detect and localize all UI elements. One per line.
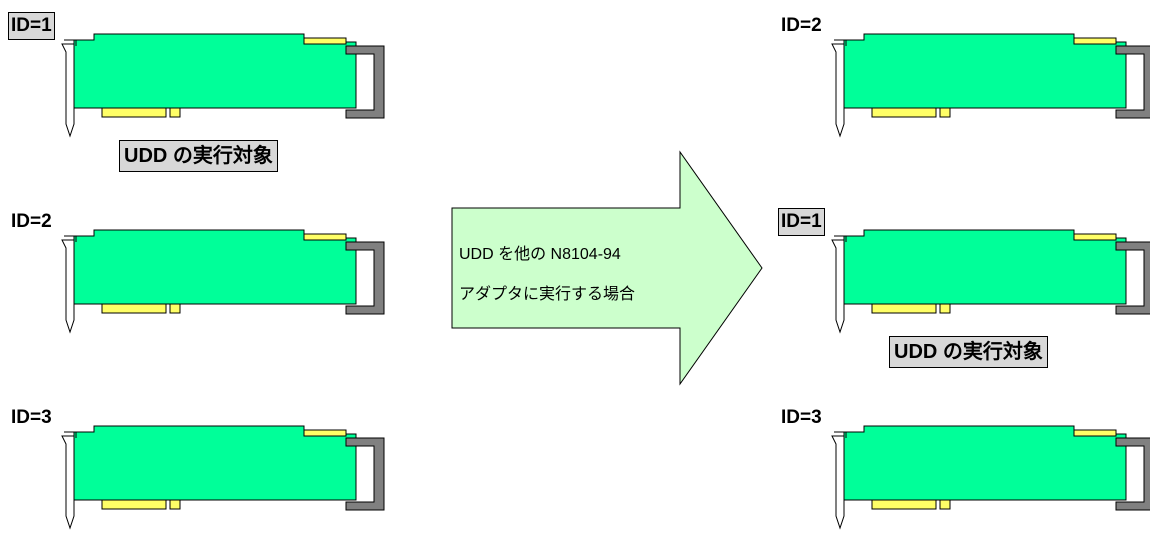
card-id-label: ID=2 (781, 15, 822, 36)
mounting-bracket (831, 239, 845, 334)
udd-target-label: UDD の実行対象 (889, 336, 1048, 368)
card-id-label: ID=3 (781, 407, 822, 428)
edge-contacts-right (939, 499, 951, 510)
edge-contacts-left (871, 499, 937, 510)
side-bracket (1115, 437, 1150, 511)
edge-contacts-left (101, 303, 167, 314)
side-bracket (345, 437, 385, 511)
card-id-label: ID=1 (778, 208, 825, 236)
side-bracket (1115, 241, 1150, 315)
adapter-card-right-2: ID=1 (770, 196, 1150, 334)
circuit-board (843, 33, 1127, 109)
edge-contacts-left (871, 303, 937, 314)
adapter-card-illustration (61, 33, 385, 138)
edge-contacts-right (169, 499, 181, 510)
top-connector (303, 429, 347, 437)
side-bracket (345, 241, 385, 315)
adapter-card-left-1: ID=1 (0, 0, 385, 138)
adapter-card-left-2: ID=2 (0, 196, 385, 334)
edge-contacts-right (939, 107, 951, 118)
edge-contacts-left (101, 107, 167, 118)
adapter-card-right-3: ID=3 (770, 392, 1150, 530)
adapter-card-illustration (61, 425, 385, 530)
edge-contacts-right (169, 107, 181, 118)
top-connector (1073, 37, 1117, 45)
side-bracket (345, 45, 385, 119)
transition-arrow: UDD を他の N8104-94 アダプタに実行する場合 (450, 150, 765, 386)
side-bracket (1115, 45, 1150, 119)
circuit-board (73, 33, 357, 109)
top-connector (1073, 429, 1117, 437)
card-id-label: ID=2 (11, 211, 52, 232)
circuit-board (73, 425, 357, 501)
card-id-label: ID=3 (11, 407, 52, 428)
adapter-card-illustration (831, 425, 1150, 530)
edge-contacts-right (939, 303, 951, 314)
adapter-card-illustration (61, 229, 385, 334)
circuit-board (843, 425, 1127, 501)
mounting-bracket (831, 43, 845, 138)
adapter-card-illustration (831, 33, 1150, 138)
arrow-caption-line-2: アダプタに実行する場合 (459, 286, 636, 303)
diagram-canvas: ID=1 UDD の実行対象 ID=2 ID=3 UDD を他の N8104-9… (0, 0, 1150, 530)
adapter-card-right-1: ID=2 (770, 0, 1150, 138)
edge-contacts-left (871, 107, 937, 118)
arrow-shape (451, 150, 763, 386)
edge-contacts-right (169, 303, 181, 314)
adapter-card-illustration (831, 229, 1150, 334)
mounting-bracket (61, 435, 75, 530)
top-connector (303, 233, 347, 241)
arrow-caption-line-1: UDD を他の N8104-94 (459, 246, 621, 263)
card-id-label: ID=1 (8, 12, 55, 40)
edge-contacts-left (101, 499, 167, 510)
top-connector (303, 37, 347, 45)
mounting-bracket (831, 435, 845, 530)
circuit-board (73, 229, 357, 305)
mounting-bracket (61, 43, 75, 138)
udd-target-label: UDD の実行対象 (119, 140, 278, 172)
adapter-card-left-3: ID=3 (0, 392, 385, 530)
top-connector (1073, 233, 1117, 241)
circuit-board (843, 229, 1127, 305)
mounting-bracket (61, 239, 75, 334)
